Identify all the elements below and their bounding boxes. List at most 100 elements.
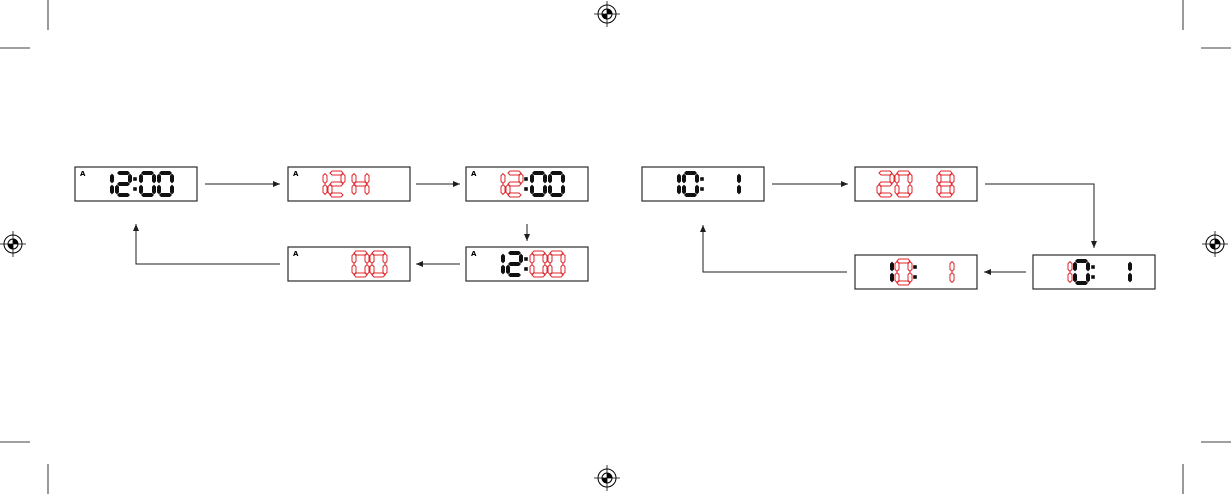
lcd-digit-2-seg-b <box>519 254 523 264</box>
lcd-digit-1-seg-c <box>110 185 114 195</box>
lcd-digit-2-seg-e <box>895 273 899 283</box>
lcd-digit-4-seg-b <box>561 254 565 264</box>
registration-mark-right <box>1202 231 1228 257</box>
lcd-digit-3-seg-c <box>152 185 156 195</box>
lcd-digit-2-seg-d <box>897 281 910 285</box>
lcd-colon-dot-2 <box>524 187 528 191</box>
lcd-day-set <box>855 255 977 289</box>
lcd-digit-4-seg-d <box>939 193 952 197</box>
lcd-digit-3-seg-d <box>532 193 545 197</box>
lcd-digit-4-seg-b <box>561 174 565 184</box>
lcd-digit-3-seg-f <box>530 174 534 184</box>
lcd-digit-3-seg-a <box>141 171 154 175</box>
lcd-digit-3-seg-c <box>365 185 369 195</box>
display-indicator-a: A <box>471 250 477 258</box>
lcd-date-initial <box>642 167 764 201</box>
lcd-digit-3-seg-c <box>543 185 547 195</box>
lcd-month-set <box>1033 255 1155 289</box>
lcd-digit-2-seg-c <box>695 185 699 195</box>
display-indicator-a: A <box>293 250 299 258</box>
lcd-digit-2-seg-e <box>115 185 119 195</box>
lcd-hour-set: A <box>466 167 588 201</box>
lcd-digit-4-seg-b <box>1128 262 1132 272</box>
lcd-digit-2-seg-b <box>1086 262 1090 272</box>
lcd-digit-3-seg-e <box>530 265 534 275</box>
lcd-digit-4-seg-b <box>170 174 174 184</box>
lcd-digit-2-seg-g <box>508 262 521 266</box>
lcd-digit-4-seg-e <box>157 185 161 195</box>
lcd-digit-1-seg-b <box>110 174 114 184</box>
display-indicator-a: A <box>471 170 477 178</box>
lcd-digit-2-seg-f <box>682 174 686 184</box>
lcd-digit-4-seg-f <box>548 254 552 264</box>
lcd-digit-2-seg-e <box>506 265 510 275</box>
lcd-digit-4 <box>937 171 954 197</box>
lcd-minute-set: A <box>466 247 588 281</box>
lcd-digit-4-seg-b <box>737 174 741 184</box>
lcd-digit-2-seg-e <box>895 185 899 195</box>
lcd-digit-4-seg-e <box>548 185 552 195</box>
lcd-digit-4-seg-c <box>561 185 565 195</box>
lcd-digit-2-seg-d <box>897 193 910 197</box>
lcd-digit-1-seg-c <box>501 265 505 275</box>
arrow-year-set-to-month-set <box>985 184 1094 248</box>
lcd-digit-1-seg-b <box>677 174 681 184</box>
lcd-digit-1-seg-c <box>323 185 327 195</box>
lcd-digit-3-seg-d <box>141 193 154 197</box>
lcd-digit-3-seg-a <box>532 171 545 175</box>
lcd-digit-1-seg-b <box>501 174 505 184</box>
lcd-digit-3-seg-g <box>354 182 367 186</box>
lcd-digit-4-seg-d <box>550 193 563 197</box>
lcd-colon-dot-2 <box>1091 275 1095 279</box>
lcd-digit-4-seg-c <box>1128 273 1132 283</box>
lcd-digit-2-seg-b <box>695 174 699 184</box>
lcd-digit-1-seg-a <box>879 171 892 175</box>
lcd-colon-dot-1 <box>913 265 917 269</box>
lcd-digit-2-seg-a <box>897 259 910 263</box>
lcd-colon-dot-2 <box>133 187 137 191</box>
lcd-digit-3-seg-f <box>139 174 143 184</box>
lcd-digit-2-seg-c <box>1086 273 1090 283</box>
lcd-digit-1-seg-g <box>879 182 892 186</box>
lcd-digit-1-seg-b <box>323 174 327 184</box>
lcd-digit-3-seg-b <box>543 254 547 264</box>
lcd-digit-3-seg-e <box>352 185 356 195</box>
lcd-digit-4-seg-e <box>370 265 374 275</box>
lcd-digit-3-seg-b <box>543 174 547 184</box>
lcd-digit-4-seg-c <box>170 185 174 195</box>
lcd-digit-2-seg-f <box>895 174 899 184</box>
lcd-digit-2-seg-a <box>117 171 130 175</box>
lcd-digit-4-seg-b <box>383 254 387 264</box>
lcd-digit-3-seg-b <box>365 254 369 264</box>
lcd-digit-4-seg-b <box>950 262 954 272</box>
registration-mark-top <box>594 1 620 27</box>
lcd-digit-2-seg-d <box>684 193 697 197</box>
lcd-year-set <box>855 167 977 201</box>
lcd-digit-2-seg-d <box>117 193 130 197</box>
lcd-hour-format: A <box>288 167 410 201</box>
lcd-digit-4-seg-d <box>159 193 172 197</box>
lcd-digit-3-seg-e <box>530 185 534 195</box>
lcd-digit-4-seg-f <box>157 174 161 184</box>
lcd-digit-2-seg-g <box>117 182 130 186</box>
lcd-digit-2-seg-g <box>508 182 521 186</box>
lcd-digit-3-seg-f <box>530 254 534 264</box>
lcd-digit-1-seg-c <box>501 185 505 195</box>
lcd-digit-4-seg-c <box>737 185 741 195</box>
lcd-alarm-minute: A <box>288 247 410 281</box>
lcd-colon-dot-1 <box>133 177 137 181</box>
lcd-colon-dot-2 <box>700 187 704 191</box>
lcd-digit-2-seg-a <box>508 171 521 175</box>
lcd-digit-2-seg-e <box>1073 273 1077 283</box>
lcd-digit-2-seg-b <box>908 262 912 272</box>
lcd-digit-2-seg-a <box>1075 259 1088 263</box>
lcd-digit-4-seg-d <box>550 273 563 277</box>
lcd-digit-4-seg-a <box>939 171 952 175</box>
lcd-digit-2-seg-f <box>1073 262 1077 272</box>
lcd-digit-4-seg-a <box>372 251 385 255</box>
lcd-digit-2-seg-f <box>895 262 899 272</box>
lcd-digit-2-seg-d <box>508 193 521 197</box>
lcd-digit-1-seg-c <box>890 273 894 283</box>
